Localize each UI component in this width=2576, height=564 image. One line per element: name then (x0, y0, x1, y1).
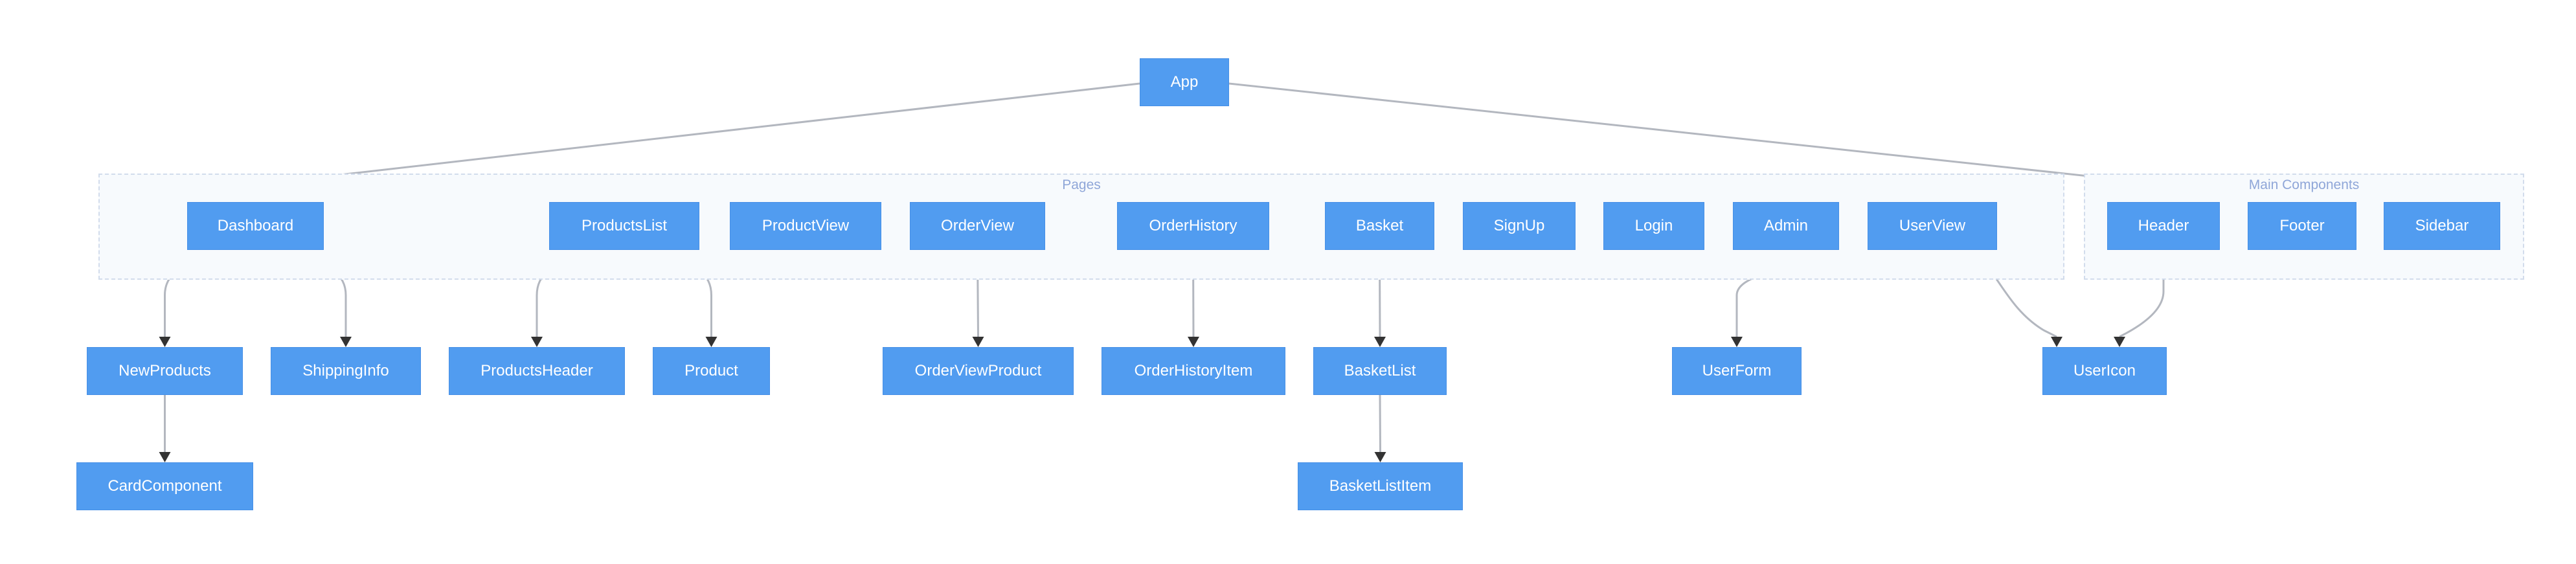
node-basket[interactable]: Basket (1325, 202, 1434, 250)
node-products-header[interactable]: ProductsHeader (449, 347, 625, 395)
node-order-view-product[interactable]: OrderViewProduct (883, 347, 1074, 395)
arrowhead-dashboard-to-new_products (159, 337, 171, 347)
node-product[interactable]: Product (653, 347, 770, 395)
node-login[interactable]: Login (1603, 202, 1704, 250)
node-basket-list-item[interactable]: BasketListItem (1298, 462, 1463, 510)
node-products-list[interactable]: ProductsList (549, 202, 699, 250)
arrowhead-header-to-user_icon (2114, 337, 2126, 347)
node-new-products[interactable]: NewProducts (87, 347, 243, 395)
arrowhead-basket-to-basket_list (1374, 337, 1386, 347)
arrowhead-basket_list-to-basket_list_item (1374, 452, 1386, 462)
arrowhead-products_list-to-product (705, 337, 717, 347)
node-user-form[interactable]: UserForm (1672, 347, 1802, 395)
arrowhead-order_view-to-order_view_product (972, 337, 984, 347)
arrowhead-user_view-to-user_form (1731, 337, 1743, 347)
node-order-view[interactable]: OrderView (910, 202, 1045, 250)
node-header[interactable]: Header (2107, 202, 2220, 250)
edge-basket_list-to-basket_list_item (1379, 394, 1381, 453)
group-label-main-components: Main Components (2248, 177, 2360, 192)
group-label-pages: Pages (1062, 177, 1101, 192)
node-card-component[interactable]: CardComponent (76, 462, 253, 510)
node-footer[interactable]: Footer (2248, 202, 2356, 250)
node-order-history[interactable]: OrderHistory (1117, 202, 1269, 250)
node-dashboard[interactable]: Dashboard (187, 202, 324, 250)
node-order-history-item[interactable]: OrderHistoryItem (1102, 347, 1285, 395)
node-shipping-info[interactable]: ShippingInfo (271, 347, 421, 395)
node-app[interactable]: App (1140, 58, 1229, 106)
arrowhead-order_history-to-order_history_item (1188, 337, 1199, 347)
arrowhead-products_list-to-products_header (531, 337, 543, 347)
node-sign-up[interactable]: SignUp (1463, 202, 1576, 250)
node-basket-list[interactable]: BasketList (1313, 347, 1447, 395)
node-user-view[interactable]: UserView (1868, 202, 1997, 250)
arrowhead-user_view-to-user_icon (2051, 337, 2062, 347)
node-admin[interactable]: Admin (1733, 202, 1839, 250)
node-product-view[interactable]: ProductView (730, 202, 881, 250)
node-user-icon[interactable]: UserIcon (2042, 347, 2167, 395)
arrowhead-new_products-to-card_component (159, 452, 171, 462)
node-sidebar[interactable]: Sidebar (2384, 202, 2500, 250)
arrowhead-dashboard-to-shipping_info (340, 337, 352, 347)
